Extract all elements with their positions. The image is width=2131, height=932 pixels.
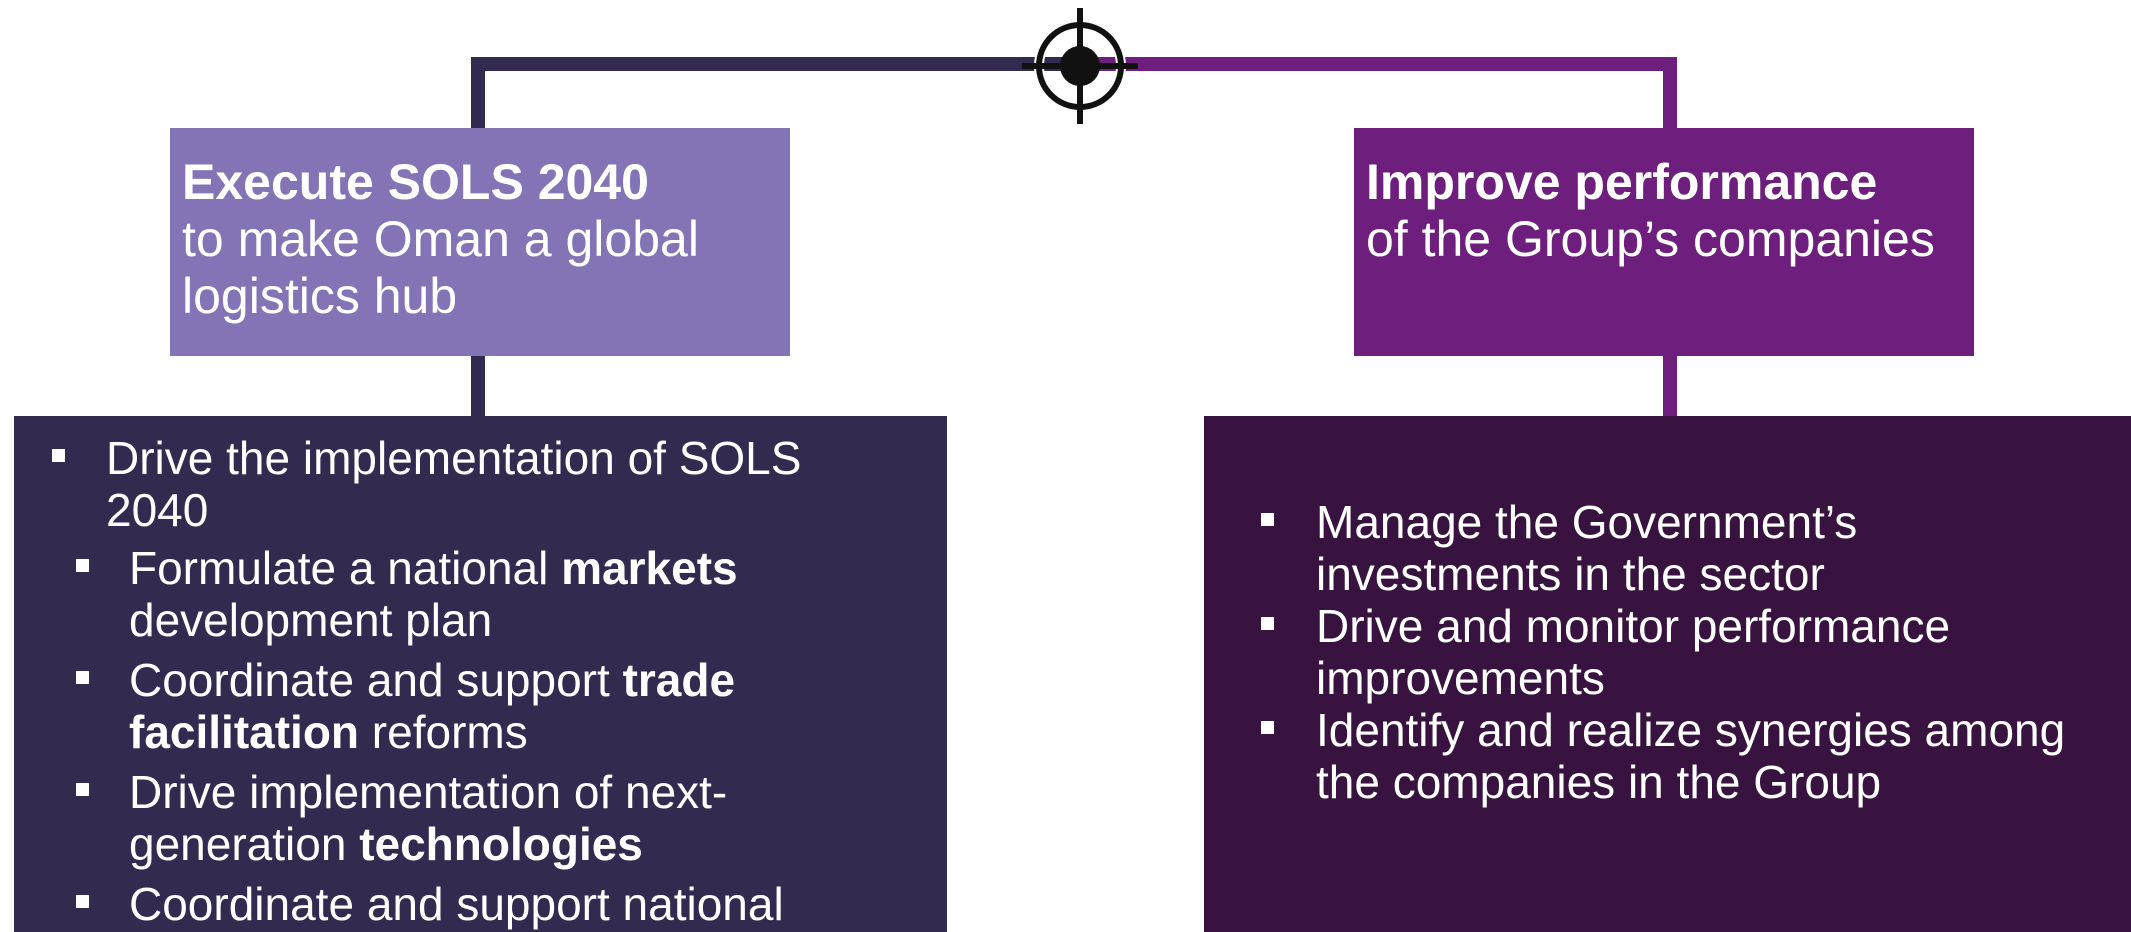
bullet-text: reforms — [359, 706, 528, 758]
square-bullet-icon — [76, 671, 89, 684]
right-heading-title: Improve performance — [1366, 154, 1878, 210]
right-bullet-list: Manage the Government’s investments in t… — [1204, 416, 2131, 808]
bullet-text: development plan — [129, 594, 493, 646]
left-bullet-item: Coordinate and support trade facilitatio… — [14, 654, 947, 758]
right-bullet-item: Drive and monitor performance improvemen… — [1204, 600, 2131, 704]
left-heading-box: Execute SOLS 2040 to make Oman a global … — [170, 128, 790, 356]
left-heading-title: Execute SOLS 2040 — [182, 154, 649, 210]
bullet-text: Drive and monitor performance improvemen… — [1316, 600, 1951, 704]
right-bullet-item: Manage the Government’s investments in t… — [1204, 496, 2131, 600]
bullet-text: Drive the implementation of SOLS 2040 — [106, 432, 802, 536]
bullet-text: Coordinate and support — [129, 654, 623, 706]
left-bullet-item: Coordinate and support national — [14, 878, 947, 930]
right-heading-subtitle: of the Group’s companies — [1366, 211, 1935, 267]
crosshair-target-icon — [1022, 8, 1138, 124]
left-bullet-item: Formulate a national markets development… — [14, 542, 947, 646]
square-bullet-icon — [1261, 721, 1274, 734]
bullet-text: Coordinate and support national — [129, 878, 784, 930]
right-heading-box: Improve performance of the Group’s compa… — [1354, 128, 1974, 356]
square-bullet-icon — [76, 783, 89, 796]
bullet-text-bold: markets — [561, 542, 738, 594]
right-bullet-item: Identify and realize synergies among the… — [1204, 704, 2131, 808]
square-bullet-icon — [52, 449, 65, 462]
left-bullet-item: Drive implementation of next-generation … — [14, 766, 947, 870]
square-bullet-icon — [76, 895, 89, 908]
square-bullet-icon — [1261, 617, 1274, 630]
bullet-text-bold: trade facilitation — [129, 654, 736, 758]
bullet-text: Formulate a national — [129, 542, 562, 594]
left-heading-subtitle: to make Oman a global logistics hub — [182, 211, 699, 324]
square-bullet-icon — [76, 559, 89, 572]
bullet-text: Manage the Government’s investments in t… — [1316, 496, 1858, 600]
square-bullet-icon — [1261, 513, 1274, 526]
bullet-text: Drive implementation of next-generation — [129, 766, 728, 870]
right-detail-box: Manage the Government’s investments in t… — [1204, 416, 2131, 932]
bullet-text: Identify and realize synergies among the… — [1316, 704, 2066, 808]
bullet-text-bold: technologies — [359, 818, 643, 870]
left-bullet-item: Drive the implementation of SOLS 2040 — [14, 432, 947, 536]
